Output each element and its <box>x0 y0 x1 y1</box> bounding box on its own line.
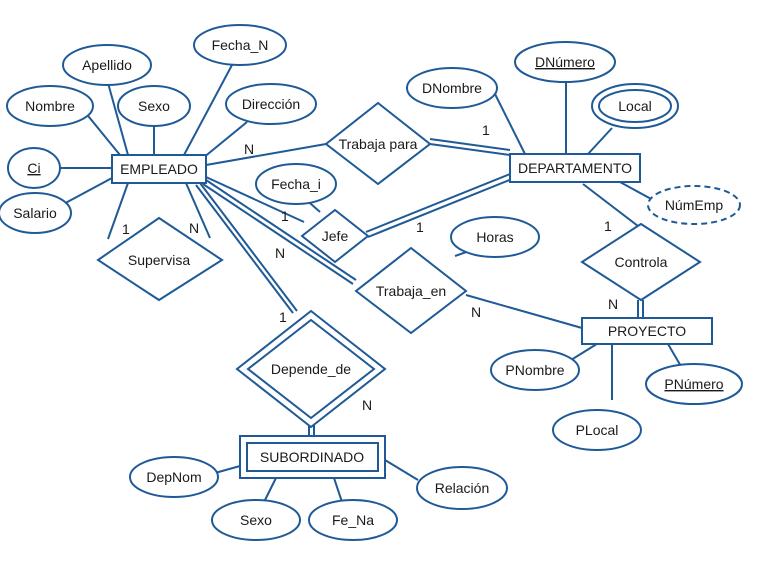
cardinality-trabaja-para-departamento: 1 <box>482 122 490 138</box>
cardinality-controla-departamento: 1 <box>604 218 612 234</box>
entity-subordinado-label: SUBORDINADO <box>260 449 364 465</box>
cardinality-supervisa-right: N <box>189 220 199 236</box>
attribute-relacion: Relación <box>416 466 508 510</box>
relationship-trabaja-en: Trabaja_en <box>354 246 468 335</box>
cardinality-supervisa-left: 1 <box>122 221 130 237</box>
cardinality-trabaja-en-empleado: N <box>275 245 285 261</box>
attribute-local: Local <box>591 83 679 129</box>
entity-departamento: DEPARTAMENTO <box>509 153 641 183</box>
connectors <box>57 64 683 503</box>
attribute-fe-na-label: Fe_Na <box>332 512 374 528</box>
attribute-depnom: DepNom <box>129 456 219 498</box>
attribute-nombre-label: Nombre <box>25 98 75 114</box>
attribute-direccion-label: Dirección <box>242 96 300 112</box>
entity-proyecto: PROYECTO <box>581 317 713 345</box>
cardinality-jefe-empleado: 1 <box>281 208 289 224</box>
relationship-trabaja-para-label: Trabaja para <box>339 136 418 152</box>
cardinality-labels: N 1 1 1 1 N N N 1 N 1 N <box>122 122 618 413</box>
entity-proyecto-label: PROYECTO <box>608 323 686 339</box>
attribute-dnumero: DNúmero <box>514 41 616 83</box>
attribute-apellido-label: Apellido <box>82 57 132 73</box>
relationship-supervisa-label: Supervisa <box>128 252 190 268</box>
attribute-pnumero: PNúmero <box>645 363 743 405</box>
cardinality-depende-subordinado: N <box>362 397 372 413</box>
attribute-plocal: PLocal <box>552 409 642 451</box>
cardinality-jefe-departamento: 1 <box>416 219 424 235</box>
attribute-numemp-label: NúmEmp <box>665 197 724 213</box>
relationship-depende-de: Depende_de <box>235 309 387 429</box>
attribute-fecha-n: Fecha_N <box>193 24 287 66</box>
relationship-trabaja-en-label: Trabaja_en <box>376 283 446 299</box>
cardinality-controla-proyecto: N <box>608 296 618 312</box>
attribute-plocal-label: PLocal <box>576 422 619 438</box>
attribute-sexo-empleado: Sexo <box>117 85 191 127</box>
attribute-relacion-label: Relación <box>435 480 489 496</box>
attribute-pnumero-label: PNúmero <box>664 376 723 392</box>
attribute-local-label: Local <box>618 98 651 114</box>
attribute-fecha-i: Fecha_i <box>255 163 337 205</box>
entity-empleado-label: EMPLEADO <box>120 161 198 177</box>
attribute-apellido: Apellido <box>62 44 152 86</box>
cardinality-trabaja-para-empleado: N <box>244 141 254 157</box>
attribute-dnombre: DNombre <box>406 67 498 109</box>
attribute-sexo-subordinado-label: Sexo <box>240 512 272 528</box>
attribute-nombre: Nombre <box>6 85 94 127</box>
relationship-controla-label: Controla <box>615 254 668 270</box>
attribute-salario-label: Salario <box>13 205 57 221</box>
attribute-fecha-n-label: Fecha_N <box>212 37 269 53</box>
attribute-depnom-label: DepNom <box>146 469 201 485</box>
relationship-depende-de-label: Depende_de <box>271 361 351 377</box>
attribute-fe-na: Fe_Na <box>308 499 398 541</box>
entity-subordinado: SUBORDINADO <box>239 435 386 479</box>
attribute-dnombre-label: DNombre <box>422 80 482 96</box>
cardinality-depende-empleado: 1 <box>279 309 287 325</box>
attribute-pnombre-label: PNombre <box>505 362 564 378</box>
attribute-horas: Horas <box>450 216 540 258</box>
attribute-direccion: Dirección <box>225 83 317 125</box>
attribute-sexo-subordinado: Sexo <box>211 499 301 541</box>
attribute-salario: Salario <box>0 192 72 234</box>
relationship-jefe: Jefe <box>300 208 370 264</box>
entity-departamento-label: DEPARTAMENTO <box>518 160 632 176</box>
attribute-pnombre: PNombre <box>490 349 580 391</box>
attribute-horas-label: Horas <box>476 229 513 245</box>
attribute-sexo-empleado-label: Sexo <box>138 98 170 114</box>
attribute-fecha-i-label: Fecha_i <box>271 176 321 192</box>
attribute-ci-label: Ci <box>27 160 40 176</box>
cardinality-trabaja-en-proyecto: N <box>471 304 481 320</box>
relationship-supervisa: Supervisa <box>96 216 224 302</box>
entity-empleado: EMPLEADO <box>111 154 207 184</box>
attribute-dnumero-label: DNúmero <box>535 54 595 70</box>
relationship-jefe-label: Jefe <box>322 228 349 244</box>
relationship-trabaja-para: Trabaja para <box>324 101 432 186</box>
attribute-numemp: NúmEmp <box>647 185 741 225</box>
relationship-controla: Controla <box>580 222 702 302</box>
attribute-ci: Ci <box>7 147 61 189</box>
